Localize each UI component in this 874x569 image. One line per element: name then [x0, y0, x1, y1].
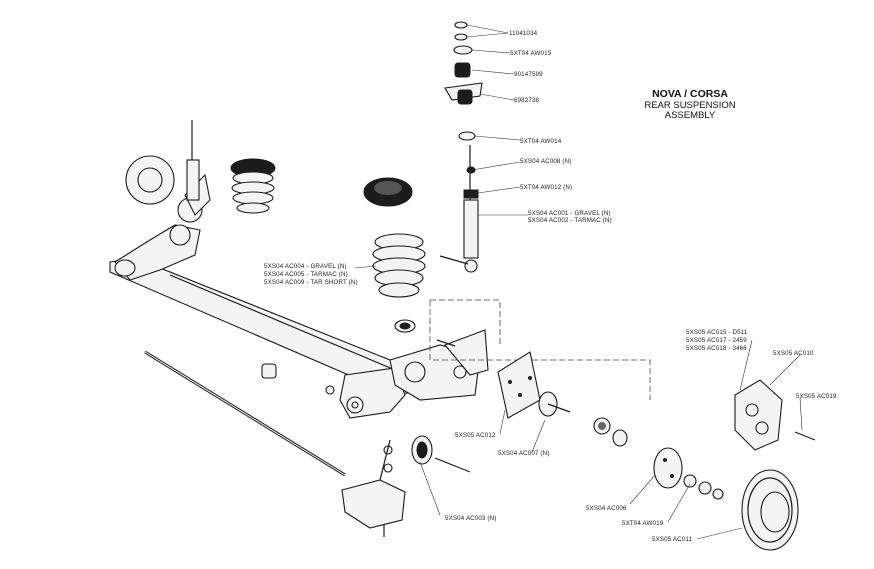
stub-axle-plate — [497, 351, 541, 419]
title-sub-2: ASSEMBLY — [665, 110, 716, 121]
part-label: 5XS05 AC012 — [455, 432, 496, 439]
wheel-hub — [653, 447, 724, 500]
fixing-bolts — [325, 339, 471, 537]
anti-roll-bush — [261, 363, 277, 379]
part-labels: 11041034 5XT04 AW015 90147599 6982738 5X… — [264, 30, 837, 543]
part-label: 5XT04 AW012 (N) — [520, 184, 572, 191]
part-label: 5XS04 AC005 - TARMAC (N) — [264, 271, 348, 278]
diagram-title: NOVA / CORSA REAR SUSPENSION ASSEMBLY — [644, 88, 735, 121]
brake-disc — [741, 469, 799, 551]
part-label: 5XS04 AC006 — [586, 505, 627, 512]
part-label: 11041034 — [509, 30, 538, 37]
damper-top-mount-stack — [444, 21, 483, 141]
part-label: 5XS05 AC011 — [652, 536, 692, 543]
bump-stop — [394, 319, 416, 333]
stabiliser-bar — [144, 350, 346, 477]
part-label: 5XT04 AW015 — [510, 50, 552, 57]
part-label: 6982738 — [514, 97, 540, 104]
part-label: 5XS04 AC003 (N) — [445, 515, 496, 522]
part-label: 90147599 — [514, 71, 543, 78]
part-label: 5XT04 AW014 — [520, 138, 562, 145]
rear-axle-beam — [109, 257, 426, 419]
assembly-outline — [429, 299, 651, 400]
wheel-bearings — [593, 417, 628, 447]
part-label: 5XS05 AC010 — [773, 350, 814, 357]
right-spring-seat — [363, 177, 413, 207]
part-label: 5XS05 AC015 - D511 — [686, 329, 748, 336]
part-label: 5XS05 AC017 - 2459 — [686, 337, 747, 344]
part-label: 5XS04 AC002 - TARMAC (N) — [528, 217, 612, 224]
left-coil-spring — [230, 158, 276, 214]
part-label: 5XS04 AC001 - GRAVEL (N) — [528, 210, 611, 217]
right-trailing-arm — [389, 329, 489, 401]
stub-axle — [538, 391, 571, 417]
left-damper — [186, 120, 200, 201]
right-coil-spring — [372, 233, 426, 298]
part-label: 5XS05 AC018 - 3466 — [686, 345, 747, 352]
part-label: 5XS05 AC019 — [796, 393, 837, 400]
panhard-bracket — [341, 439, 406, 529]
title-sub-1: REAR SUSPENSION — [644, 100, 735, 111]
panhard-mount — [411, 435, 433, 465]
leader-lines — [354, 24, 803, 540]
title-main: NOVA / CORSA — [652, 88, 728, 100]
part-label: 5XS04 AC004 - GRAVEL (N) — [264, 263, 347, 270]
part-label: 5XS04 AC008 (N) — [520, 158, 571, 165]
right-damper — [439, 145, 479, 273]
brake-caliper — [734, 379, 816, 451]
part-label: 5XS04 AC007 (N) — [498, 450, 549, 457]
part-label: 5XT04 AW019 — [622, 520, 664, 527]
part-label: 5XS04 AC009 - TAR SHORT (N) — [264, 279, 358, 286]
